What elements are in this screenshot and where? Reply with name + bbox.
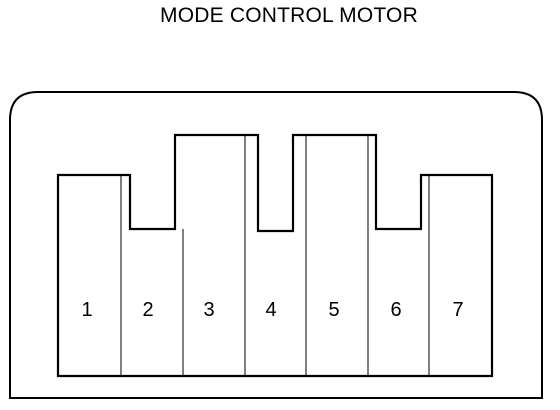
pin-label: 6 [390,299,401,321]
pin-label: 7 [452,299,463,321]
pin-cavity-outline [56,133,494,378]
diagram-title: MODE CONTROL MOTOR [160,4,418,27]
connector-housing [9,91,543,399]
pin-label: 4 [265,299,276,321]
pin-label: 1 [81,299,92,321]
pin-label: 3 [203,299,214,321]
pin-label: 2 [142,299,153,321]
pin-label: 5 [328,299,339,321]
